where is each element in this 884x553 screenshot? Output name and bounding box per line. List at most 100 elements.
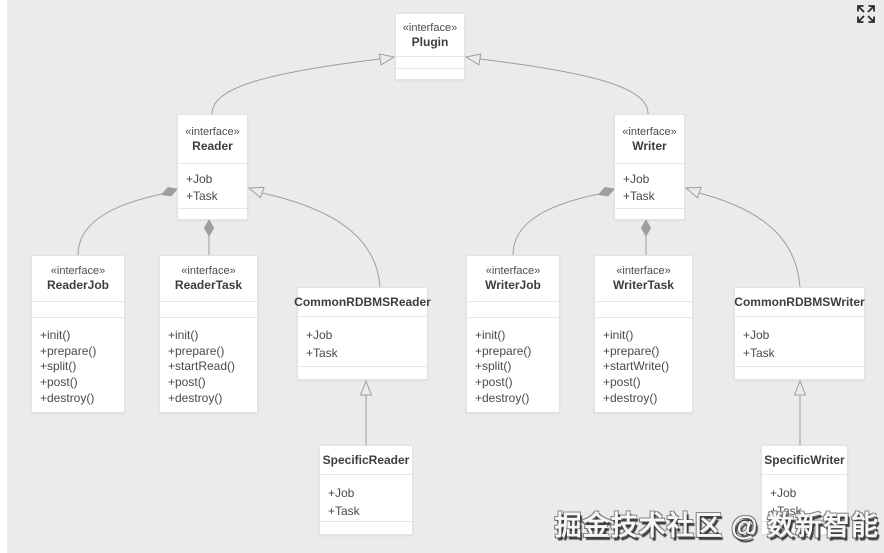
attribute: +Task <box>743 346 775 360</box>
class-writer-methods-compartment <box>615 208 684 219</box>
class-plugin-attributes-compartment <box>396 56 464 68</box>
method: +destroy() <box>603 390 658 405</box>
method: +destroy() <box>168 390 223 405</box>
method: +split() <box>475 359 512 374</box>
class-commonrdbmsreader-title: CommonRDBMSReader <box>294 288 431 316</box>
method: +destroy() <box>40 390 95 405</box>
class-writertask-title: «interface» WriterTask <box>595 256 692 301</box>
stereotype-label: «interface» <box>185 125 240 138</box>
class-name: WriterTask <box>613 278 674 292</box>
class-readerjob-methods-compartment: +init() +prepare() +split() +post() +des… <box>32 317 124 412</box>
class-reader: «interface» Reader +Job +Task <box>177 114 248 220</box>
composition-diamond-icon <box>161 186 178 197</box>
edge-readerjob-reader <box>77 193 163 256</box>
class-readertask-methods-compartment: +init() +prepare() +startRead() +post() … <box>160 317 257 412</box>
attribute: +Job <box>186 172 213 186</box>
method: +destroy() <box>475 390 530 405</box>
attribute: +Task <box>306 346 338 360</box>
class-specificreader-title: SpecificReader <box>320 446 412 474</box>
generalization-arrow-icon <box>247 186 265 199</box>
method: +prepare() <box>603 343 660 358</box>
edge-commonwriter-writer <box>698 192 801 288</box>
method: +post() <box>168 375 206 390</box>
page-edge <box>0 0 7 553</box>
method: +split() <box>40 359 77 374</box>
method: +init() <box>603 328 634 342</box>
class-commonrdbmsreader-methods-compartment <box>298 366 427 379</box>
generalization-arrow-icon <box>378 53 396 66</box>
class-readerjob-attributes-compartment <box>32 301 124 317</box>
class-plugin: «interface» Plugin <box>395 13 465 80</box>
class-name: WriterJob <box>485 278 541 292</box>
method: +post() <box>475 375 513 390</box>
class-writer-attributes-compartment: +Job +Task <box>615 163 684 208</box>
class-name: CommonRDBMSReader <box>294 294 431 309</box>
class-name: Plugin <box>411 34 449 49</box>
attribute: +Task <box>623 189 655 203</box>
class-commonrdbmswriter: CommonRDBMSWriter +Job +Task <box>734 287 865 380</box>
fullscreen-button[interactable] <box>854 2 878 26</box>
stereotype-label: «interface» <box>616 265 671 277</box>
class-specificwriter-methods-compartment <box>762 521 847 534</box>
attribute: +Task <box>328 504 360 518</box>
class-readertask: «interface» ReaderTask +init() +prepare(… <box>159 255 258 413</box>
class-name: Reader <box>192 138 233 153</box>
edge-writer-plugin <box>479 58 649 115</box>
attribute: +Job <box>770 486 797 500</box>
class-specificwriter-attributes-compartment: +Job +Task <box>762 474 847 521</box>
class-specificreader-attributes-compartment: +Job +Task <box>320 474 412 521</box>
class-writerjob-methods-compartment: +init() +prepare() +split() +post() +des… <box>467 317 559 412</box>
class-plugin-title: «interface» Plugin <box>396 14 464 56</box>
watermark-text: 掘金技术社区 @ 数新智能 <box>554 511 879 541</box>
attribute: +Job <box>743 328 770 342</box>
class-reader-attributes-compartment: +Job +Task <box>178 163 247 208</box>
class-specificreader: SpecificReader +Job +Task <box>319 445 413 535</box>
stereotype-label: «interface» <box>485 265 541 277</box>
generalization-arrow-icon <box>684 186 702 199</box>
attribute: +Task <box>186 189 218 203</box>
class-readertask-attributes-compartment <box>160 301 257 317</box>
class-commonrdbmswriter-title: CommonRDBMSWriter <box>734 288 864 316</box>
method: +init() <box>168 328 199 342</box>
class-specificreader-methods-compartment <box>320 521 412 534</box>
composition-diamond-icon <box>598 186 615 197</box>
method: +prepare() <box>168 343 225 358</box>
class-readerjob: «interface» ReaderJob +init() +prepare()… <box>31 255 125 413</box>
stereotype-label: «interface» <box>622 125 677 138</box>
class-writerjob-title: «interface» WriterJob <box>467 256 559 301</box>
stereotype-label: «interface» <box>181 265 236 277</box>
attribute: +Task <box>770 504 802 518</box>
generalization-arrow-icon <box>464 53 482 66</box>
composition-diamond-icon <box>640 218 652 238</box>
stereotype-label: «interface» <box>402 21 458 34</box>
class-plugin-methods-compartment <box>396 68 464 79</box>
class-reader-title: «interface» Reader <box>178 115 247 163</box>
class-reader-methods-compartment <box>178 208 247 219</box>
composition-diamond-icon <box>203 218 215 238</box>
edge-commonreader-reader <box>261 192 381 288</box>
class-readertask-title: «interface» ReaderTask <box>160 256 257 301</box>
method: +startRead() <box>168 359 236 374</box>
attribute: +Job <box>328 486 355 500</box>
class-commonrdbmswriter-methods-compartment <box>735 366 864 379</box>
class-commonrdbmsreader-attributes-compartment: +Job +Task <box>298 316 427 366</box>
class-commonrdbmsreader: CommonRDBMSReader +Job +Task <box>294 287 431 380</box>
attribute: +Job <box>306 328 333 342</box>
edge-reader-plugin <box>211 58 381 115</box>
class-specificwriter: SpecificWriter +Job +Task <box>761 445 848 535</box>
class-name: ReaderJob <box>46 278 110 292</box>
class-writertask: «interface» WriterTask +init() +prepare(… <box>594 255 693 413</box>
class-specificwriter-title: SpecificWriter <box>762 446 847 474</box>
method: +prepare() <box>40 343 97 358</box>
class-writertask-methods-compartment: +init() +prepare() +startWrite() +post()… <box>595 317 692 412</box>
generalization-arrow-icon <box>793 379 807 396</box>
class-readerjob-title: «interface» ReaderJob <box>32 256 124 301</box>
class-writertask-attributes-compartment <box>595 301 692 317</box>
method: +init() <box>40 328 71 342</box>
method: +init() <box>475 328 506 342</box>
class-writer: «interface» Writer +Job +Task <box>614 114 685 220</box>
attribute: +Job <box>623 172 650 186</box>
stereotype-label: «interface» <box>50 265 106 277</box>
method: +prepare() <box>475 343 532 358</box>
class-name: ReaderTask <box>174 278 243 292</box>
